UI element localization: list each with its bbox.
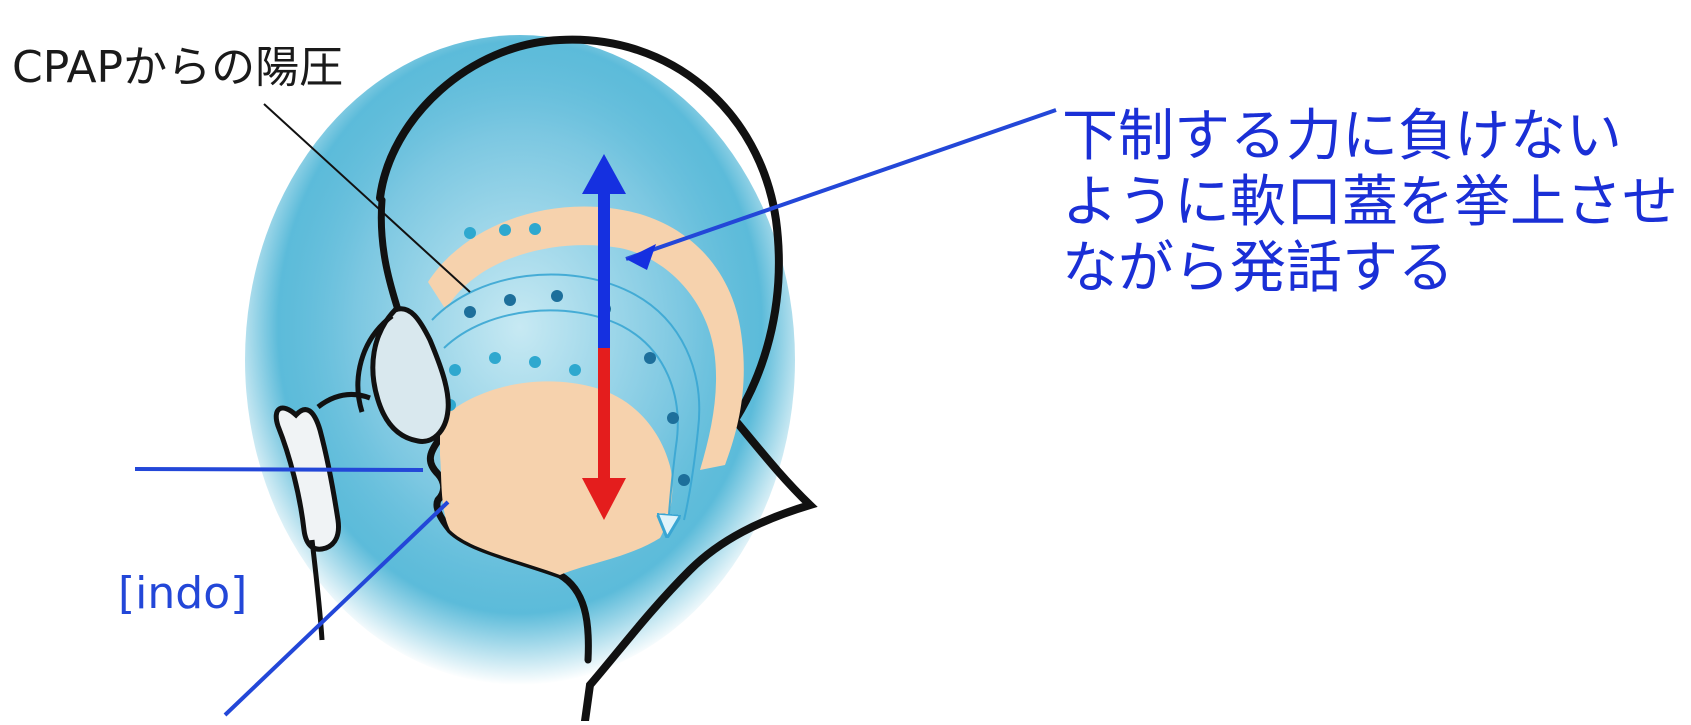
instruction-line-3: ながら発話する — [1062, 236, 1678, 302]
instruction-line-2: ように軟口蓋を挙上させ — [1062, 170, 1678, 236]
lip-leader-line — [135, 469, 423, 470]
phoneme-label: [indo] — [118, 572, 247, 616]
cpap-pressure-label: CPAPからの陽圧 — [12, 46, 343, 90]
instruction-line-1: 下制する力に負けない — [1062, 104, 1678, 170]
instruction-text: 下制する力に負けない ように軟口蓋を挙上させ ながら発話する — [1062, 104, 1678, 302]
blue-halo — [245, 35, 795, 685]
